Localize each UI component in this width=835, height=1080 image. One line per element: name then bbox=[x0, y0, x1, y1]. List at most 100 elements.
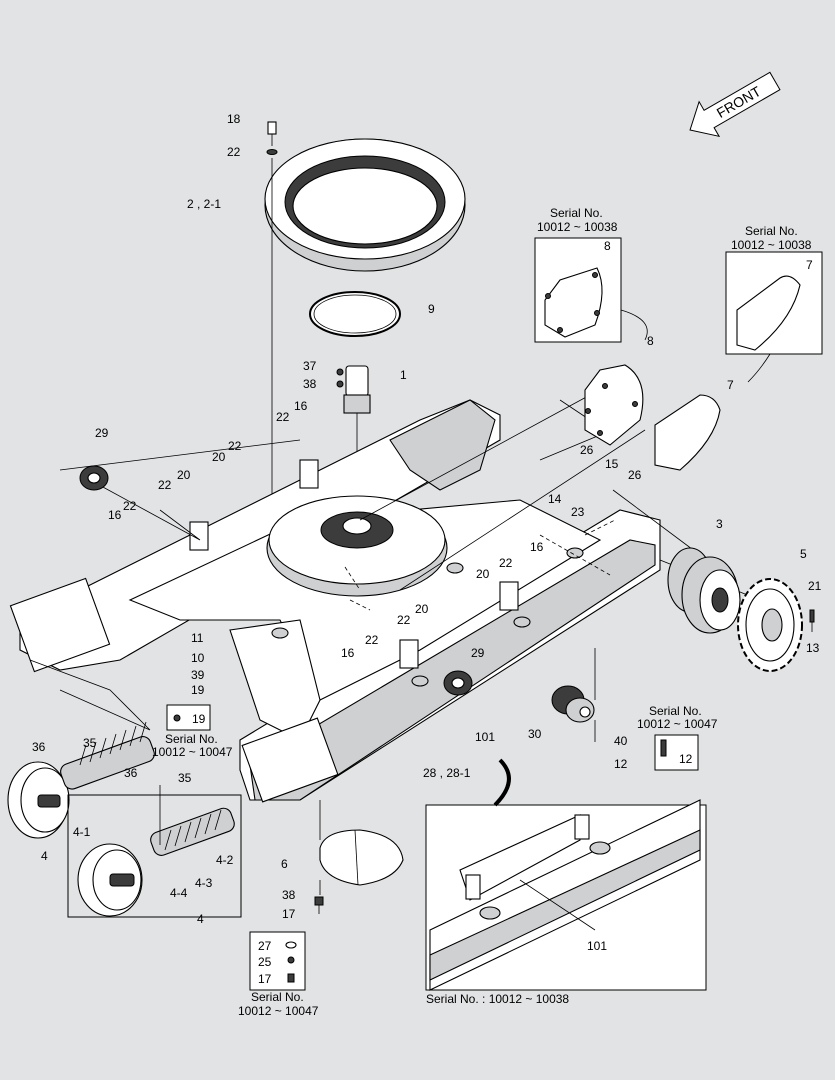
drain-item-17: 17 bbox=[258, 972, 272, 986]
part-label-22: 22 bbox=[276, 410, 290, 424]
part-label-38: 38 bbox=[282, 888, 296, 902]
part-label-22: 22 bbox=[227, 145, 241, 159]
bolt-12-serial-range: 10012 ~ 10047 bbox=[637, 717, 718, 731]
part-label-22: 22 bbox=[365, 633, 379, 647]
bolt-19-callout-part: 19 bbox=[192, 712, 206, 726]
track-frame bbox=[9, 399, 661, 803]
part-label-4: 4 bbox=[41, 849, 48, 863]
part-label-3: 3 bbox=[716, 517, 723, 531]
part-label-13: 13 bbox=[806, 641, 820, 655]
part-labels: 18 22 2 , 2-1 9 37 38 1 16 22 29 22 20 2… bbox=[32, 112, 822, 1018]
part-label-4-1: 4-1 bbox=[73, 825, 91, 839]
part-label-4-4: 4-4 bbox=[170, 886, 188, 900]
cover-8-serial-title: Serial No. bbox=[550, 206, 603, 220]
part-label-101: 101 bbox=[587, 939, 607, 953]
part-label-22: 22 bbox=[158, 478, 172, 492]
part-label-26: 26 bbox=[628, 468, 642, 482]
part-label-18: 18 bbox=[227, 112, 241, 126]
part-label-17: 17 bbox=[282, 907, 296, 921]
bearing-bolt bbox=[266, 121, 278, 520]
bolt-19-serial-range: 10012 ~ 10047 bbox=[152, 745, 233, 759]
front-direction-arrow: FRONT bbox=[689, 71, 781, 138]
part-label-29: 29 bbox=[471, 646, 485, 660]
bolt-12-callout-part: 12 bbox=[679, 752, 693, 766]
lower-roller bbox=[551, 685, 595, 723]
cover-7-serial-title: Serial No. bbox=[745, 224, 798, 238]
side-cover-7 bbox=[654, 394, 721, 471]
drain-serial-range: 10012 ~ 10047 bbox=[238, 1004, 319, 1018]
part-label-40: 40 bbox=[614, 734, 628, 748]
upper-roller-center bbox=[443, 670, 473, 696]
part-label-36: 36 bbox=[32, 740, 46, 754]
part-label-20: 20 bbox=[476, 567, 490, 581]
part-label-22: 22 bbox=[228, 439, 242, 453]
cover-7-callout-part: 7 bbox=[806, 258, 813, 272]
part-label-12: 12 bbox=[614, 757, 628, 771]
part-label-36: 36 bbox=[124, 766, 138, 780]
part-label-39: 39 bbox=[191, 668, 205, 682]
sprocket bbox=[737, 578, 803, 672]
part-label-15: 15 bbox=[605, 457, 619, 471]
cover-8-callout-part: 8 bbox=[604, 239, 611, 253]
part-label-28: 28 , 28-1 bbox=[423, 766, 471, 780]
part-label-26: 26 bbox=[580, 443, 594, 457]
front-idler bbox=[7, 761, 70, 839]
part-label-20: 20 bbox=[212, 450, 226, 464]
part-label-19: 19 bbox=[191, 683, 205, 697]
travel-motor bbox=[667, 547, 741, 634]
frame-detail-drawing bbox=[429, 799, 701, 991]
part-label-22: 22 bbox=[499, 556, 513, 570]
part-label-2: 2 , 2-1 bbox=[187, 197, 221, 211]
part-label-38: 38 bbox=[303, 377, 317, 391]
recoil-spring bbox=[60, 721, 155, 790]
cover-8-serial-range: 10012 ~ 10038 bbox=[537, 220, 618, 234]
part-label-35: 35 bbox=[83, 736, 97, 750]
drain-bolt bbox=[314, 896, 324, 914]
part-label-10: 10 bbox=[191, 651, 205, 665]
part-label-16: 16 bbox=[108, 508, 122, 522]
part-label-101: 101 bbox=[475, 730, 495, 744]
drain-item-27: 27 bbox=[258, 939, 272, 953]
part-label-20: 20 bbox=[415, 602, 429, 616]
drain-serial-title: Serial No. bbox=[251, 990, 304, 1004]
o-ring bbox=[309, 291, 401, 337]
sprocket-bolt bbox=[809, 609, 815, 632]
swing-bearing bbox=[264, 138, 466, 272]
drain-item-25: 25 bbox=[258, 955, 272, 969]
part-label-1: 1 bbox=[400, 368, 407, 382]
part-label-11: 11 bbox=[191, 631, 204, 645]
frame-inset-serial: Serial No. : 10012 ~ 10038 bbox=[426, 992, 569, 1006]
part-label-4: 4 bbox=[197, 912, 204, 926]
part-label-20: 20 bbox=[177, 468, 191, 482]
part-label-14: 14 bbox=[548, 492, 562, 506]
part-label-22: 22 bbox=[397, 613, 411, 627]
part-label-29: 29 bbox=[95, 426, 109, 440]
part-label-35: 35 bbox=[178, 771, 192, 785]
bolt-19-serial-title: Serial No. bbox=[165, 732, 218, 746]
part-label-37: 37 bbox=[303, 359, 317, 373]
part-label-30: 30 bbox=[528, 727, 542, 741]
part-label-8: 8 bbox=[647, 334, 654, 348]
part-label-7: 7 bbox=[727, 378, 734, 392]
cover-7-serial-range: 10012 ~ 10038 bbox=[731, 238, 812, 252]
drain-callout-box bbox=[249, 931, 306, 991]
idler-assembly-detail bbox=[77, 785, 235, 917]
part-label-6: 6 bbox=[281, 857, 288, 871]
part-label-23: 23 bbox=[571, 505, 585, 519]
bolt-12-serial-title: Serial No. bbox=[649, 704, 702, 718]
part-label-16: 16 bbox=[530, 540, 544, 554]
idler-assembly-box bbox=[67, 794, 242, 918]
swivel-joint bbox=[336, 365, 371, 520]
side-cover-8 bbox=[584, 364, 644, 446]
part-label-16: 16 bbox=[341, 646, 355, 660]
part-label-4-2: 4-2 bbox=[216, 853, 234, 867]
part-label-16: 16 bbox=[294, 399, 308, 413]
part-label-21: 21 bbox=[808, 579, 822, 593]
callout-symbols bbox=[173, 714, 667, 983]
part-label-4-3: 4-3 bbox=[195, 876, 213, 890]
part-label-9: 9 bbox=[428, 302, 435, 316]
bottom-cover bbox=[319, 829, 404, 886]
part-label-22: 22 bbox=[123, 499, 137, 513]
upper-roller-left bbox=[79, 465, 109, 491]
